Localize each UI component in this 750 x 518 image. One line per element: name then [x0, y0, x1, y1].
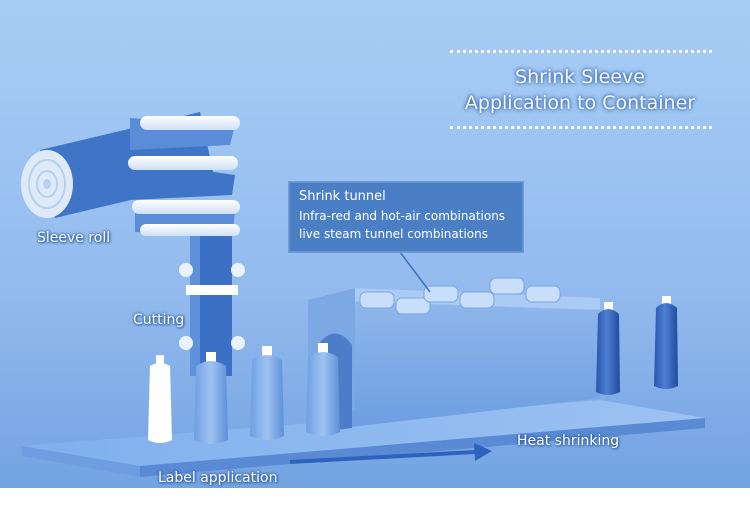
- shrink-tunnel-callout: Shrink tunnel Infra-red and hot-air comb…: [288, 181, 524, 253]
- callout-line1: Infra-red and hot-air combinations: [299, 209, 506, 223]
- flow-arrow: [289, 443, 492, 464]
- bare-bottle: [148, 355, 172, 443]
- label-label-application: Label application: [158, 470, 278, 486]
- title-top-rule: [450, 50, 712, 53]
- title-bottom-rule: [450, 126, 712, 129]
- bottom-margin: [0, 488, 750, 518]
- label-cutting: Cutting: [133, 312, 185, 328]
- callout-pointer: [399, 251, 431, 293]
- diagram-title-line1: Shrink Sleeve: [515, 66, 645, 88]
- callout-heading: Shrink tunnel: [299, 189, 386, 204]
- label-sleeve-roll: Sleeve roll: [37, 230, 111, 246]
- diagram-title-line2: Application to Container: [464, 92, 696, 114]
- sleeved-bottles: [194, 343, 340, 444]
- shrunk-bottles: [596, 296, 678, 395]
- conveyor-belt: [22, 400, 705, 477]
- label-heat-shrinking: Heat shrinking: [517, 433, 620, 449]
- callout-line2: live steam tunnel combinations: [299, 227, 488, 241]
- film-rollers: [128, 116, 245, 350]
